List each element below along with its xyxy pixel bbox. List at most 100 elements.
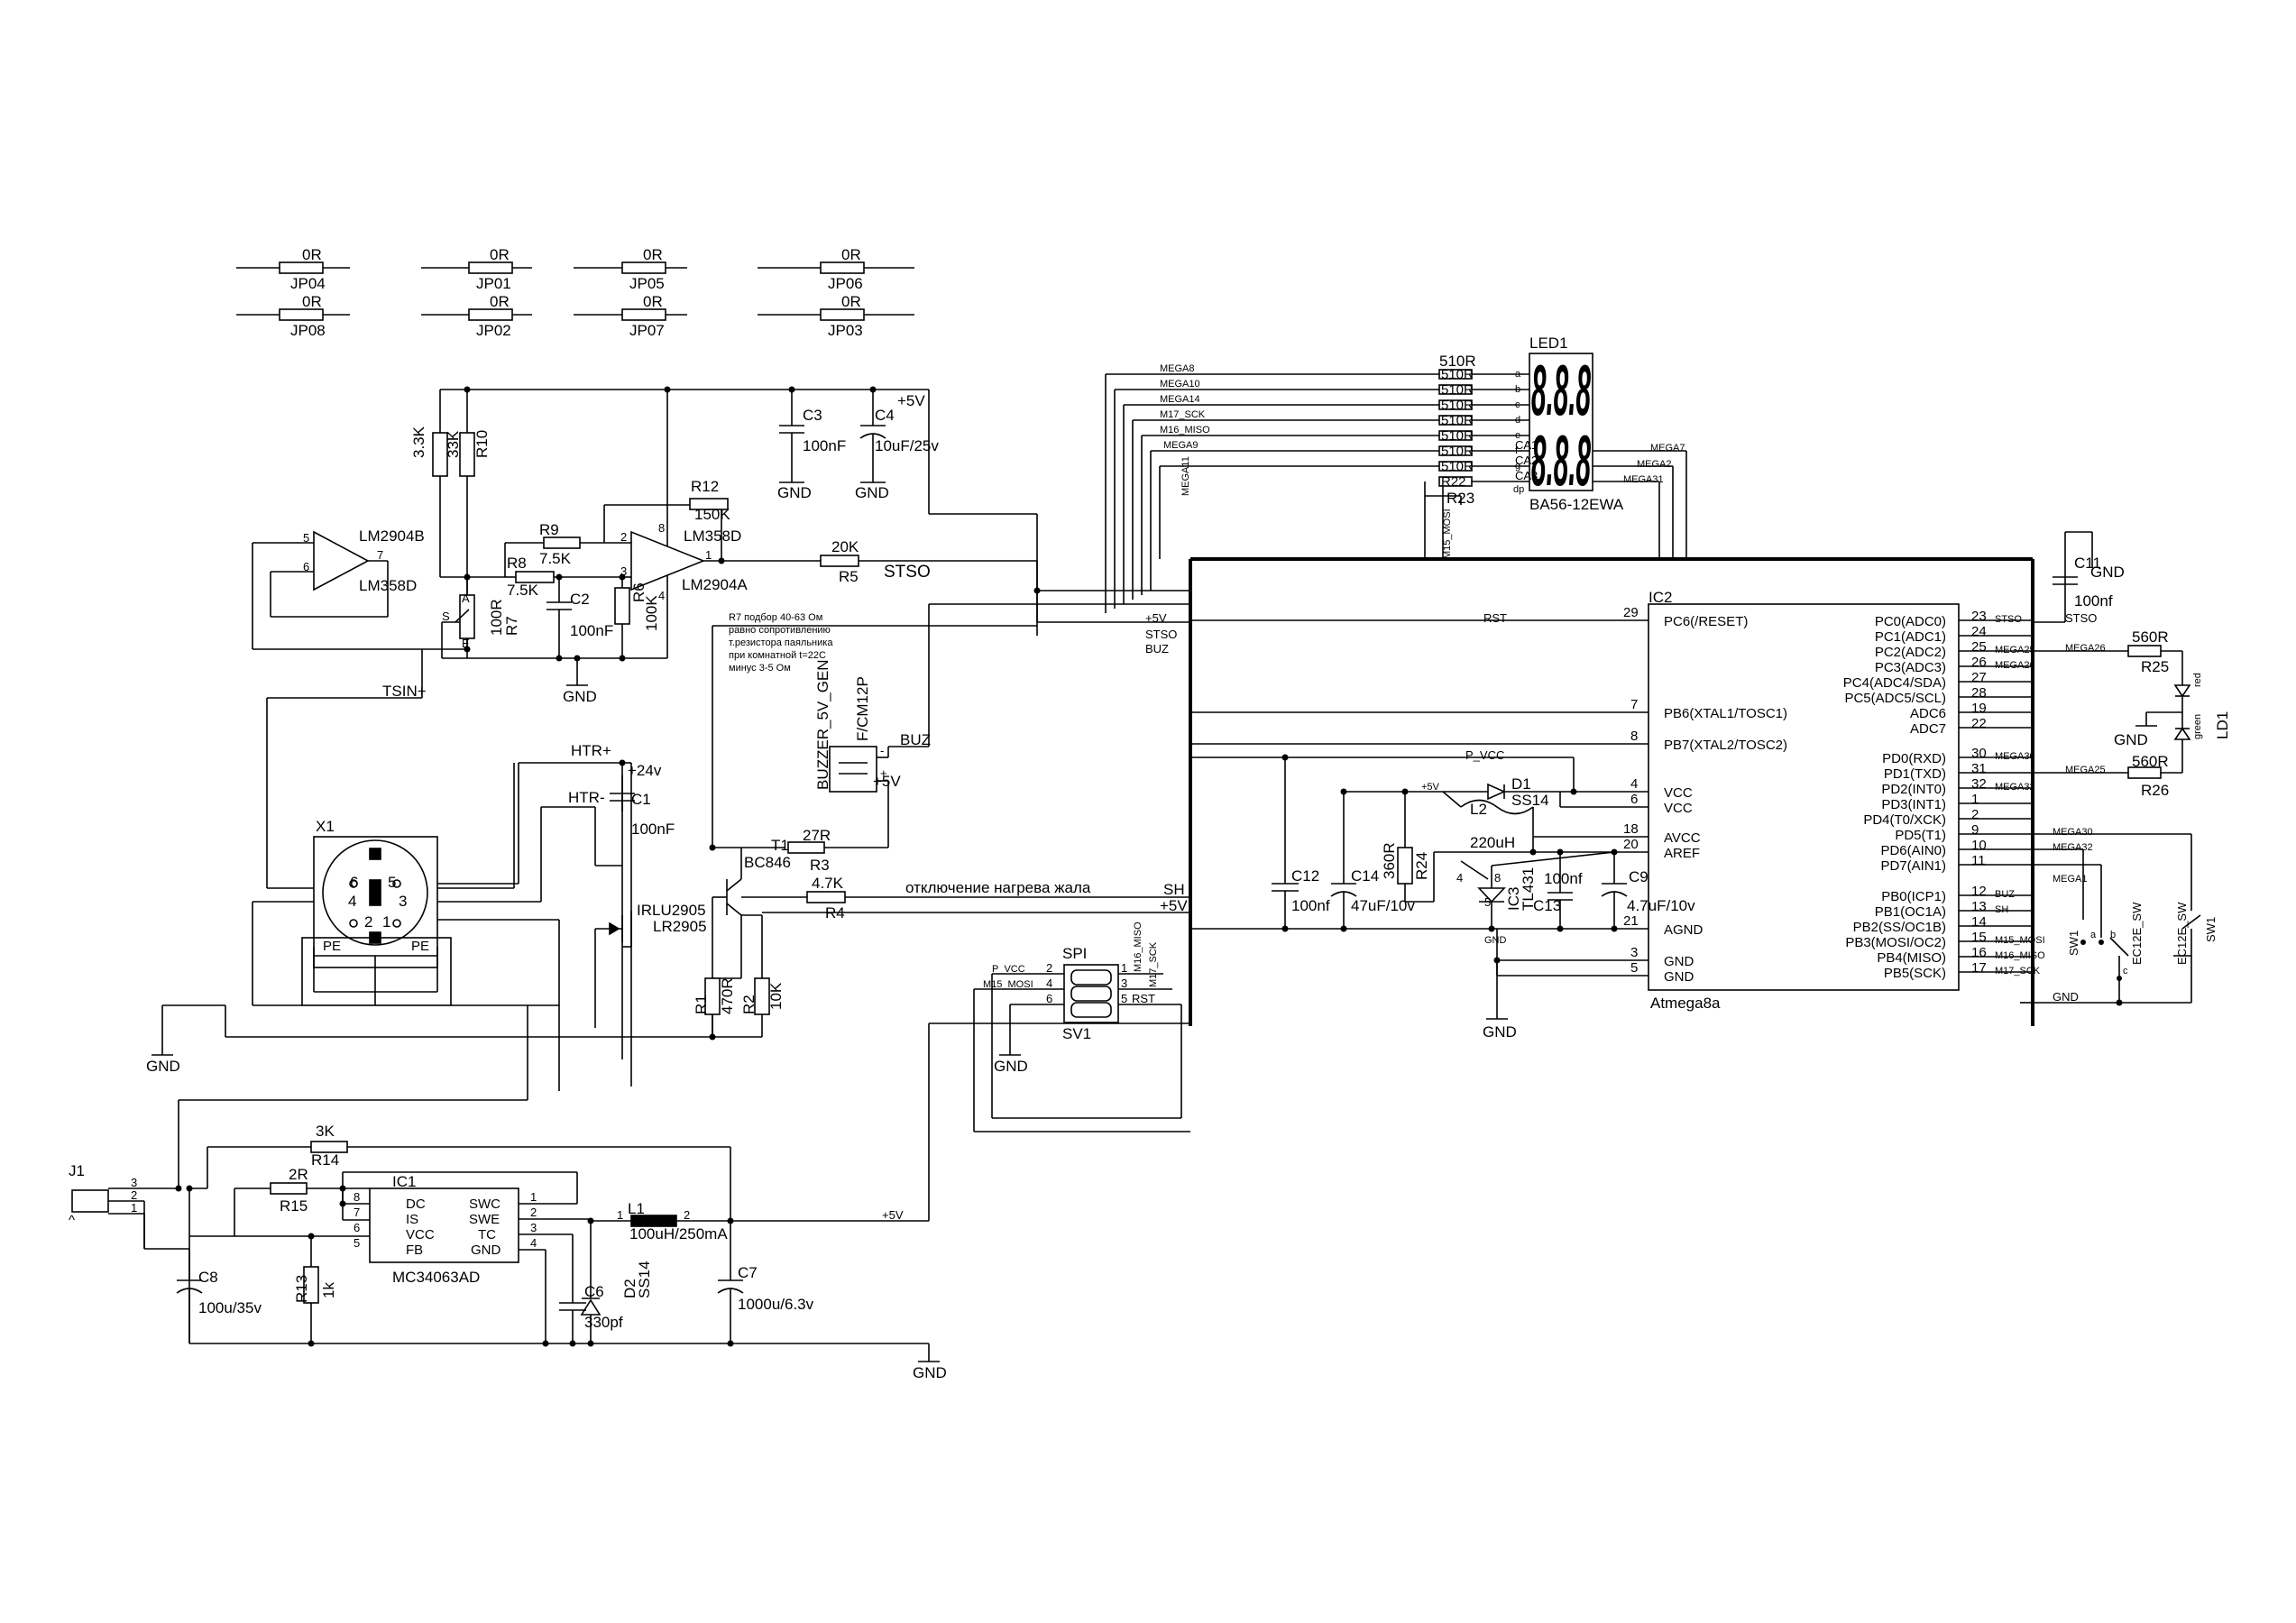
- note-line: при комнатной t=22С: [729, 650, 826, 661]
- spi-pin4: 4: [1046, 977, 1052, 990]
- ic1-pin-tc: TC: [478, 1227, 496, 1242]
- c13-value: 100nf: [1544, 870, 1583, 887]
- c3-value: 100nF: [803, 437, 846, 454]
- ic3-part: TL431: [1520, 867, 1537, 911]
- note-line: равно сопротивлению: [729, 625, 831, 636]
- ic1-pin3: 3: [530, 1221, 537, 1234]
- l2-ref: L2: [1470, 801, 1487, 818]
- pin-8: 8: [1630, 729, 1638, 744]
- jp07-ref: JP07: [629, 322, 665, 339]
- ic1-pin1: 1: [530, 1190, 537, 1204]
- d2-ref: D2: [621, 1279, 638, 1298]
- pin-5: 5: [1630, 960, 1638, 976]
- u1b-pin6: 6: [303, 560, 309, 573]
- seg-f: f: [1515, 445, 1519, 456]
- c7-value: 1000u/6.3v: [738, 1296, 814, 1313]
- pin-name-vcc2: VCC: [1664, 801, 1693, 816]
- seg-r-c: 510R: [1441, 398, 1474, 413]
- pin-number: 17: [1971, 960, 1987, 976]
- r12-ref: R12: [691, 478, 719, 495]
- gnd-connector: GND: [146, 1058, 180, 1075]
- pin-name: PB0(ICP1): [1881, 889, 1946, 904]
- ic1-pin-fb: FB: [406, 1242, 423, 1258]
- l1-value: 100uH/250mA: [629, 1225, 728, 1242]
- pin-number: 30: [1971, 746, 1987, 761]
- r15-ref: R15: [280, 1197, 308, 1215]
- r3-value: 27R: [803, 827, 831, 844]
- pin-number: 25: [1971, 639, 1987, 655]
- pin-name: PC4(ADC4/SDA): [1843, 675, 1946, 691]
- pin-number: 11: [1971, 853, 1986, 868]
- net-mega2: MEGA2: [1637, 459, 1672, 470]
- gnd-mcu: GND: [1483, 1023, 1517, 1041]
- spi-net-mosi: M15_MOSI: [983, 979, 1033, 990]
- x1-ref: X1: [316, 818, 335, 835]
- d2-part: SS14: [636, 1261, 653, 1298]
- r25-ref: R25: [2141, 658, 2169, 675]
- jp03-value: 0R: [841, 293, 861, 310]
- ca3-label: CA3: [1515, 469, 1538, 482]
- sw-b: b: [2110, 930, 2116, 940]
- r24-ref: R24: [1413, 852, 1430, 880]
- pin-number: 24: [1971, 624, 1987, 639]
- rst-net: RST: [1483, 611, 1507, 625]
- tsin-label: TSIN+: [382, 683, 427, 700]
- ic3-ref: IC3: [1505, 887, 1522, 911]
- ic1-pin-is: IS: [406, 1212, 418, 1227]
- seg-r-e: 510R: [1441, 428, 1474, 444]
- heater-off-label: отключение нагрева жала: [905, 879, 1091, 896]
- pin-name: ADC6: [1910, 706, 1946, 721]
- buz-net: BUZ: [900, 731, 931, 748]
- j1-pin1: 1: [131, 1201, 137, 1215]
- ic1-pin2: 2: [530, 1206, 537, 1219]
- stso-net-label: STSO: [884, 563, 931, 582]
- r8-ref: R8: [507, 555, 527, 572]
- c4-value: 10uF/25v: [875, 437, 939, 454]
- u1a-ref: LM2904A: [682, 576, 748, 593]
- mega32-right: MEGA32: [2053, 842, 2093, 853]
- c13-ref: C13: [1533, 897, 1561, 914]
- pin-number: 19: [1971, 701, 1987, 716]
- r8-value: 7.5K: [507, 582, 539, 599]
- u1a-pin2: 2: [620, 530, 627, 544]
- seg-e: e: [1515, 430, 1520, 441]
- pin-name: PC5(ADC5/SCL): [1844, 691, 1946, 706]
- net-left-stso: STSO: [1145, 628, 1177, 641]
- pin-number: 31: [1971, 761, 1987, 776]
- ca1-label: CA1: [1515, 438, 1538, 452]
- note-line: R7 подбор 40-63 Ом: [729, 612, 822, 623]
- jp01-ref: JP01: [476, 275, 511, 292]
- right-peripherals: C11 GND 100nf STSO MEGA26 560R R25 MEGA2…: [2020, 531, 2231, 1006]
- heater-driver: HTR+ HTR- +24v C1 100nF IRLU2905 LR2905 …: [433, 625, 1190, 1087]
- u1a-pin4: 4: [658, 589, 665, 602]
- note-line: т.резистора паяльника: [729, 637, 833, 648]
- pin-7: 7: [1630, 697, 1638, 712]
- j1-pin2: 2: [131, 1188, 137, 1202]
- net-mega7: MEGA7: [1650, 443, 1685, 454]
- v5-mcu: +5V: [1421, 782, 1440, 793]
- r24-value: 360R: [1381, 842, 1398, 879]
- seg-d: d: [1515, 415, 1520, 426]
- r5-ref: R5: [839, 568, 859, 585]
- r9-value: 7.5K: [539, 550, 572, 567]
- seg-r-g: 510R: [1441, 459, 1474, 474]
- pin-name: PD6(AIN0): [1880, 843, 1946, 858]
- pin-net-label: MEGA26: [1995, 660, 2035, 671]
- seven-segment-display: 8.8.8 8.8.8 LED1 BA56-12EWA 510R 510R 51…: [1105, 335, 1687, 613]
- jumper-array: 0R JP04 0R JP01 0R JP05 0R JP06 0R JP08 …: [236, 246, 914, 339]
- sw-c: c: [2123, 966, 2128, 977]
- seg-g: g: [1515, 461, 1520, 472]
- r-3k3-value: 3.3K: [410, 426, 427, 458]
- pin-name-aref: AREF: [1664, 846, 1700, 861]
- jp01-value: 0R: [490, 246, 510, 263]
- d1-ref: D1: [1511, 775, 1531, 793]
- seg-r-b: 510R: [1441, 382, 1474, 398]
- r14-ref: R14: [311, 1151, 339, 1169]
- ic1-pin5: 5: [354, 1236, 360, 1250]
- mega25-right: MEGA25: [2065, 765, 2106, 775]
- l1-pin1: 1: [617, 1208, 623, 1222]
- u1b-alt: LM358D: [359, 577, 417, 594]
- x1-pin5: 5: [388, 874, 396, 891]
- buzzer-part: F/CM12P: [854, 676, 871, 741]
- pin-name: PD3(INT1): [1881, 797, 1946, 812]
